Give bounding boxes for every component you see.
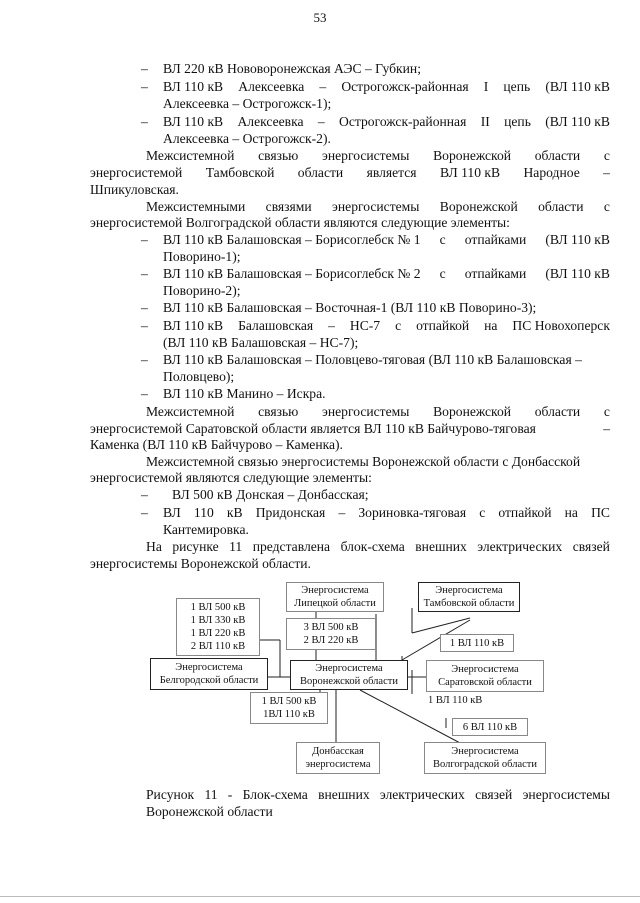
figure-caption-line-2: Воронежской области	[146, 804, 273, 819]
list-dash: –	[141, 114, 148, 129]
text-line: Алексеевка – Острогожск-1);	[163, 96, 332, 111]
text-line: ВЛ 110 кВ Балашовская – Половцево-тягова…	[163, 352, 582, 367]
text-line: энергосистемой являются следующие элемен…	[90, 470, 372, 485]
text-line: ВЛ 110 кВ Балашовская – Борисоглебск № 1…	[163, 232, 610, 247]
page-bottom-rule	[0, 896, 640, 897]
belgorod-energy-system-box: Энергосистема Белгородской области	[150, 658, 268, 690]
list-dash: –	[141, 487, 148, 502]
text-line: Каменка (ВЛ 110 кВ Байчурово – Каменка).	[90, 437, 343, 452]
list-dash: –	[141, 79, 148, 94]
text-line: ВЛ 500 кВ Донская – Донбасская;	[172, 487, 369, 502]
text-line: Алексеевка – Острогожск-2).	[163, 131, 331, 146]
text-line: энергосистемы Воронежской области.	[90, 556, 311, 571]
text-line: Кантемировка.	[163, 522, 249, 537]
text-line: ВЛ 110 кВ Балашовская – Борисоглебск № 2…	[163, 266, 610, 281]
text-line: энергосистемой Саратовской области являе…	[90, 421, 610, 436]
tambov-energy-system-box: Энергосистема Тамбовской области	[418, 582, 520, 612]
list-dash: –	[141, 61, 148, 76]
volgograd-line-label: 6 ВЛ 110 кВ	[452, 718, 528, 736]
connector-lines	[260, 608, 471, 746]
list-dash: –	[141, 266, 148, 281]
list-dash: –	[141, 300, 148, 315]
text-line: (ВЛ 110 кВ Балашовская – НС-7);	[163, 335, 359, 350]
center-energy-system-box: Энергосистема Воронежской области	[290, 660, 408, 690]
saratov-energy-system-box: Энергосистема Саратовской области	[426, 660, 544, 692]
saratov-line-label: 1 ВЛ 110 кВ	[426, 694, 485, 707]
text-line: Межсистемной связью энергосистемы Вороне…	[146, 454, 581, 469]
text-line: Шпикуловская.	[90, 182, 179, 197]
text-line: энергосистемой Волгоградской области явл…	[90, 215, 510, 230]
volgograd-energy-system-box: Энергосистема Волгоградской области	[424, 742, 546, 774]
list-dash: –	[141, 232, 148, 247]
donbass-energy-system-box: Донбасская энергосистема	[296, 742, 380, 774]
list-dash: –	[141, 386, 148, 401]
text-line: Половцево);	[163, 369, 235, 384]
list-dash: –	[141, 318, 148, 333]
text-line: Поворино-2);	[163, 283, 241, 298]
lipetsk-energy-system-box: Энергосистема Липецкой области	[286, 582, 384, 612]
lipetsk-lines-label: 3 ВЛ 500 кВ 2 ВЛ 220 кВ	[286, 618, 376, 650]
text-line: ВЛ 220 кВ Нововоронежская АЭС – Губкин;	[163, 61, 421, 76]
belgorod-lines-label: 1 ВЛ 500 кВ 1 ВЛ 330 кВ 1 ВЛ 220 кВ 2 ВЛ…	[176, 598, 260, 656]
list-dash: –	[141, 352, 148, 367]
tambov-line-label: 1 ВЛ 110 кВ	[440, 634, 514, 652]
donbass-lines-label: 1 ВЛ 500 кВ 1ВЛ 110 кВ	[250, 692, 328, 724]
page-number: 53	[313, 10, 327, 25]
list-dash: –	[141, 505, 148, 520]
block-diagram: Энергосистема Воронежской области Энерго…	[140, 578, 560, 774]
text-line: ВЛ 110 кВ Балашовская – Восточная-1 (ВЛ …	[163, 300, 537, 315]
text-line: Поворино-1);	[163, 249, 241, 264]
text-line: ВЛ 110 кВ Манино – Искра.	[163, 386, 326, 401]
